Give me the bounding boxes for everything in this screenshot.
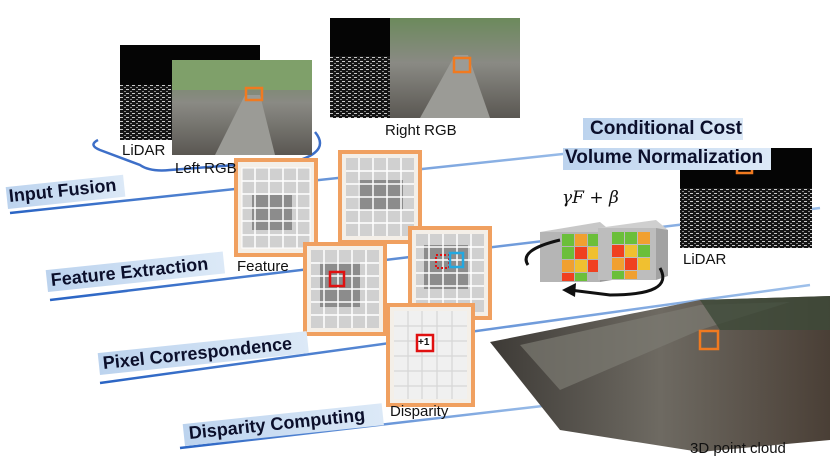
correspondence-red-box [328,270,346,288]
cost-volume-band-1 [583,118,743,140]
left-rgb-highlight-box [244,86,264,102]
feature-label: Feature [237,258,289,275]
feature-grid-left [234,158,318,257]
right-rgb-image [330,18,520,118]
disparity-grid [386,303,475,407]
disparity-cell-value: +1 [418,337,430,348]
left-rgb-label: Left RGB [175,160,237,177]
cost-volume-band-2 [563,148,771,170]
cost-volume-title-line2: Volume Normalization [565,147,764,168]
cost-volume-cubes [540,220,668,282]
right-rgb-label: Right RGB [385,122,457,139]
feature-grid-right [338,150,422,244]
fusion-connector [92,131,322,172]
point-cloud-label: 3D point cloud [690,440,786,457]
disparity-highlight-box [415,333,435,353]
normalization-formula: γF + β [562,188,619,208]
point-cloud-highlight-box [698,329,720,351]
disparity-label: Disparity [390,403,449,420]
right-rgb-highlight-box [452,56,472,74]
rotation-arrow [524,238,665,297]
cost-volume-title-line1: Conditional Cost [590,118,742,139]
lidar-top-label: LiDAR [122,142,166,159]
correspondence-cyan-box [448,251,465,269]
correspondence-dashed-box [435,254,450,269]
point-cloud-image [490,296,830,452]
lidar-right-label: LiDAR [683,251,727,268]
correspondence-grid-left [303,242,387,336]
left-rgb-image [172,60,312,155]
